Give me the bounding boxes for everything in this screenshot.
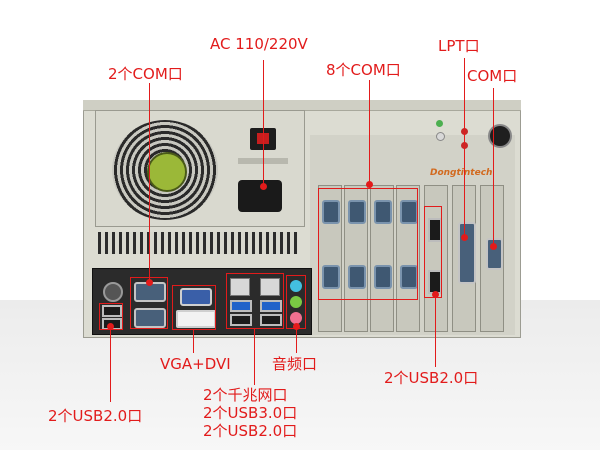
leader-dot	[293, 323, 300, 330]
leader-line	[110, 326, 111, 402]
label-usb2-left: 2个USB2.0口	[48, 407, 143, 425]
com-port	[348, 200, 366, 224]
highlight-audio	[286, 275, 306, 329]
leader-line	[369, 80, 370, 185]
leader-line	[464, 58, 465, 238]
label-lpt: LPT口	[438, 37, 480, 55]
leader-line	[296, 329, 297, 353]
usb3-port	[260, 300, 282, 312]
com-port	[374, 265, 392, 289]
leader-dot	[432, 291, 439, 298]
power-button-icon[interactable]	[488, 124, 512, 148]
highlight-vga-dvi	[172, 285, 216, 330]
vga-port	[180, 288, 212, 306]
label-usb2-card: 2个USB2.0口	[384, 369, 479, 387]
usb2-port	[260, 314, 282, 326]
fan-hub	[147, 152, 187, 192]
label-com-right: COM口	[467, 67, 518, 85]
label-com8: 8个COM口	[326, 61, 401, 79]
leader-line	[493, 88, 494, 246]
leader-dot	[107, 323, 114, 330]
audio-line-in	[290, 280, 302, 292]
com-port	[322, 200, 340, 224]
leader-dot	[260, 183, 267, 190]
highlight-com8	[318, 188, 418, 300]
label-ac-power: AC 110/220V	[210, 35, 308, 53]
com-port	[374, 200, 392, 224]
label-audio: 音频口	[272, 355, 318, 373]
status-led	[436, 132, 445, 141]
label-com2-left: 2个COM口	[108, 65, 183, 83]
leader-dot	[490, 243, 497, 250]
leader-line	[149, 83, 150, 283]
rj45-port	[260, 278, 280, 296]
rj45-port	[230, 278, 250, 296]
leader-dot	[461, 234, 468, 241]
label-usb2-front: 2个USB2.0口	[203, 422, 298, 440]
com-port	[322, 265, 340, 289]
usb3-port	[230, 300, 252, 312]
label-gigabit-lan: 2个千兆网口	[203, 386, 288, 404]
lpt-port	[458, 222, 476, 284]
leader-line	[193, 329, 194, 353]
ps2-port	[103, 282, 123, 302]
expansion-slot	[424, 185, 448, 332]
leader-line	[254, 329, 255, 385]
label-usb3: 2个USB3.0口	[203, 404, 298, 422]
leader-dot	[366, 181, 373, 188]
status-led	[436, 120, 443, 127]
leader-line	[435, 295, 436, 367]
rear-vent	[98, 232, 298, 254]
highlight-lan-usb	[226, 273, 284, 329]
leader-dot	[146, 279, 153, 286]
usb2-port	[102, 305, 122, 317]
highlight-usb2-card	[424, 206, 442, 298]
leader-line	[263, 60, 264, 188]
usb2-port	[230, 314, 252, 326]
label-vga-dvi: VGA+DVI	[160, 355, 231, 373]
com-port	[134, 308, 166, 328]
audio-mic	[290, 312, 302, 324]
audio-line-out	[290, 296, 302, 308]
brand-logo: Dongtintech	[430, 168, 493, 178]
com-port	[348, 265, 366, 289]
